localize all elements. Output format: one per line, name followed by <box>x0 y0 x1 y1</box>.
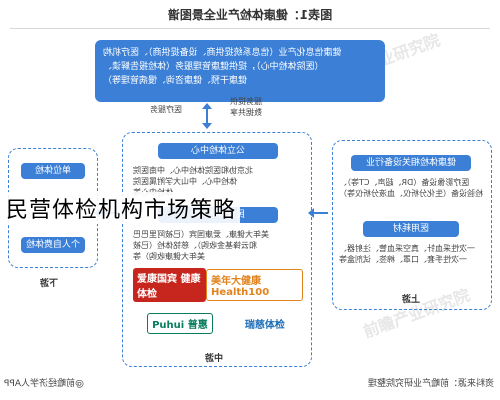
ruici-logo: 瑞慈体检 <box>244 319 285 331</box>
personal-exam-pill: 个人自费体检 <box>21 237 85 253</box>
public-center-pill: 公立体检中心 <box>158 143 278 159</box>
logo-row: 爱康国宾 健康体检 美年大健康 Health100 <box>133 267 303 303</box>
meinian-logo: 美年大健康 Health100 <box>206 269 303 301</box>
private-institution-text: 美年大健康、爱康国宾（已被阿里巴巴 和云锋基金收购）、慈铭体检（已被 美年大健康… <box>133 230 269 261</box>
tier-label-downstream: 下游 <box>40 279 59 289</box>
footer-source: 资料来源：前瞻产业研究院整理 <box>367 379 494 389</box>
logo-row: Puhui 普惠 瑞慈体检 <box>133 305 303 341</box>
unit-exam-pill: 单位体检 <box>21 163 85 179</box>
arrow-left-icon <box>308 208 328 218</box>
footer-app-credit: @前瞻经济学人APP <box>4 379 85 389</box>
top-box-line: 健康干预、健康咨询、慢病管理等） <box>103 76 248 86</box>
top-platform-box: 健康信息化产业（信息系统提供商、设备提供商）、医疗机构 （医院体检中心），提供健… <box>95 40 385 102</box>
puhui-logo: Puhui 普惠 <box>147 312 213 334</box>
tier-label-upstream: 上游 <box>402 295 421 305</box>
top-box-line: 健康信息化产业（信息系统提供商、设备提供商）、医疗机构 <box>103 48 342 58</box>
midstream-panel: 公立体检中心 北京协和医院体检中心、中南医院 体检中心、中山大学附属医院 体检中… <box>122 132 312 367</box>
footer: @前瞻经济学人APP 资料来源：前瞻产业研究院整理 <box>0 372 500 400</box>
consumables-pill: 医用耗材 <box>363 221 459 237</box>
title-divider <box>10 28 490 29</box>
arrow-label-right: 医疗服务 <box>150 105 182 114</box>
equipment-text: 医疗影像设备（DR、超声、CT等）、 检验设备（生化分析仪、血液分析仪等） <box>339 178 483 198</box>
bidirectional-arrow-icon <box>200 103 214 129</box>
page-title: 图表1：健康体检产业全景图谱 <box>167 8 333 22</box>
aikang-logo: 爱康国宾 健康体检 <box>133 268 207 302</box>
overlay-caption: 民营体检机构市场策略 <box>2 192 241 224</box>
arrow-label-left: 服务提供 数据共享 <box>230 97 262 117</box>
tier-label-midstream: 中游 <box>205 354 224 364</box>
equipment-pill: 健康体检相关设备行业 <box>351 155 471 171</box>
top-box-line: （医院体检中心），提供健康管理服务（体检报告解读、 <box>103 62 324 72</box>
consumables-text: 一次性采血针、真空采血管、注射器、 一次性手套、口罩、棉签、试剂盒等 <box>339 244 475 264</box>
upstream-panel: 健康体检相关设备行业 医疗影像设备（DR、超声、CT等）、 检验设备（生化分析仪… <box>332 140 492 310</box>
